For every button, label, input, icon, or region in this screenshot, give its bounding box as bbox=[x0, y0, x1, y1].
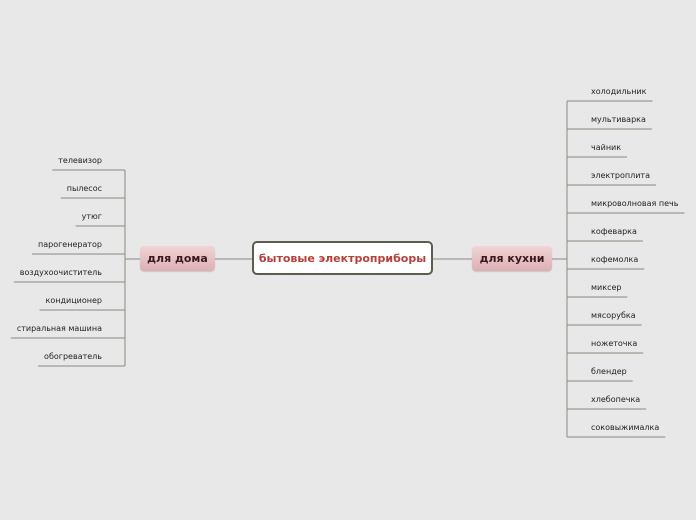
subtopic-home-item[interactable]: утюг bbox=[81, 212, 102, 221]
branch-topic-home[interactable]: для дома bbox=[140, 246, 215, 271]
subtopic-home-item[interactable]: телевизор bbox=[58, 156, 102, 165]
subtopic-kitchen-item[interactable]: мультиварка bbox=[591, 115, 646, 124]
subtopic-home-item[interactable]: стиральная машина bbox=[16, 324, 102, 333]
central-topic[interactable]: бытовые электроприборы bbox=[252, 241, 433, 275]
subtopic-kitchen-item[interactable]: чайник bbox=[591, 143, 622, 152]
subtopic-home-item[interactable]: парогенератор bbox=[38, 240, 102, 249]
subtopic-kitchen-item[interactable]: хлебопечка bbox=[591, 395, 641, 404]
subtopic-kitchen-item[interactable]: миксер bbox=[591, 283, 622, 292]
subtopic-kitchen-item[interactable]: ножеточка bbox=[591, 339, 638, 348]
subtopic-kitchen-item[interactable]: кофемолка bbox=[591, 255, 639, 264]
subtopic-kitchen-item[interactable]: электроплита bbox=[591, 171, 650, 180]
subtopic-home-item[interactable]: воздухоочиститель bbox=[19, 268, 102, 277]
subtopic-kitchen-item[interactable]: соковыжималка bbox=[591, 423, 660, 432]
subtopic-kitchen-item[interactable]: мясорубка bbox=[591, 311, 636, 320]
subtopic-home-item[interactable]: кондиционер bbox=[45, 296, 102, 305]
branch-topic-kitchen-label: для кухни bbox=[479, 252, 545, 265]
branch-topic-kitchen[interactable]: для кухни bbox=[472, 246, 552, 271]
branch-topic-home-label: для дома bbox=[147, 252, 208, 265]
subtopic-kitchen-item[interactable]: блендер bbox=[591, 367, 627, 376]
subtopic-kitchen-item[interactable]: кофеварка bbox=[591, 227, 637, 236]
subtopic-home-item[interactable]: пылесос bbox=[66, 184, 102, 193]
subtopic-kitchen-item[interactable]: микроволновая печь bbox=[591, 199, 679, 208]
subtopic-kitchen-item[interactable]: холодильник bbox=[591, 87, 647, 96]
subtopic-home-item[interactable]: обогреватель bbox=[44, 352, 102, 361]
central-topic-label: бытовые электроприборы bbox=[258, 251, 427, 265]
